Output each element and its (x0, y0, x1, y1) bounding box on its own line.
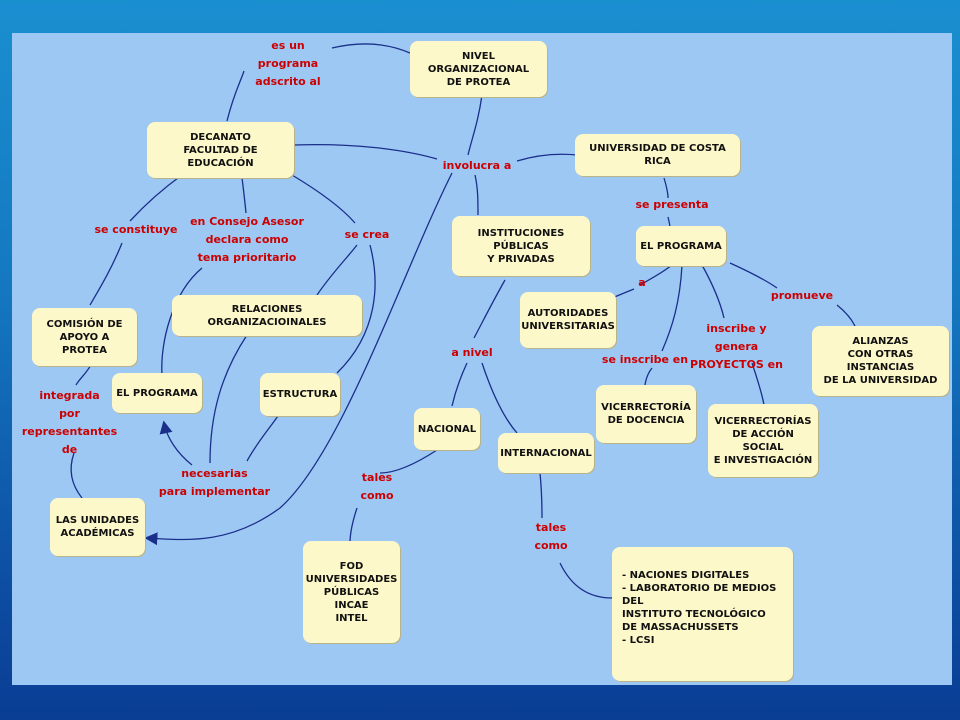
label-adscrito: es un programa adscrito al (255, 39, 321, 88)
node-fod-list: FOD UNIVERSIDADES PÚBLICAS INCAE INTEL (303, 541, 400, 643)
label-se-presenta: se presenta (635, 198, 709, 211)
node-instituciones: INSTITUCIONES PÚBLICAS Y PRIVADAS (452, 216, 590, 276)
node-comision: COMISIÓN DE APOYO A PROTEA (32, 308, 137, 366)
line-tales-fod (349, 507, 358, 544)
line-secrea-relaciones (316, 244, 358, 296)
label-involucra: involucra a (442, 159, 512, 172)
line-involucra-unidades (144, 172, 453, 546)
line-programa-promueve (729, 262, 778, 289)
label-tales-como-2: tales como (534, 521, 568, 552)
label-se-constituye: se constituye (94, 223, 178, 236)
label-consejo-asesor: en Consejo Asesor declara como tema prio… (190, 215, 304, 264)
line-promueve-alianzas (836, 304, 856, 327)
label-promueve: promueve (770, 289, 834, 302)
node-unidades-academicas: LAS UNIDADES ACADÉMICAS (50, 498, 145, 556)
node-el-programa-right: EL PROGRAMA (636, 226, 726, 266)
line-decanato-involucra (293, 143, 438, 160)
line-involucra-instituciones (474, 174, 479, 216)
line-tales-lista (559, 562, 613, 599)
line-constituye-comision (89, 242, 123, 306)
line-ucr-presenta (663, 177, 669, 199)
line-programa-inscribe (701, 264, 725, 319)
line-integrada-unidades (70, 452, 83, 499)
node-relaciones: RELACIONES ORGANIZACIOINALES (172, 295, 362, 336)
line-instituciones-anivel (473, 279, 506, 339)
concept-map-canvas: NIVEL ORGANIZACIONAL DE PROTEA DECANATO … (12, 33, 952, 685)
line-necesarias-programa (159, 420, 193, 466)
node-vicerrectorias-accion-social: VICERRECTORÍAS DE ACCIÓN SOCIAL E INVEST… (708, 404, 818, 477)
line-nacional-tales (379, 449, 438, 474)
node-universidad-costa-rica: UNIVERSIDAD DE COSTA RICA (575, 134, 740, 176)
line-inscribe-vicaccion (751, 362, 765, 406)
line-programa-seinscribe (661, 264, 683, 352)
line-consejo-programa (161, 267, 203, 376)
line-decanato-secrea (291, 174, 356, 224)
line-anivel-internacional (481, 362, 518, 434)
label-se-inscribe: se inscribe en (601, 353, 689, 366)
line-relaciones-necesarias (209, 334, 248, 464)
node-internacional: INTERNACIONAL (498, 433, 594, 473)
node-international-list: - NACIONES DIGITALES - LABORATORIO DE ME… (612, 547, 793, 681)
node-el-programa-left: EL PROGRAMA (112, 373, 202, 413)
line-decanato-constituye (129, 174, 183, 222)
line-programa-a (639, 264, 673, 286)
node-nacional: NACIONAL (414, 408, 480, 450)
label-a-nivel: a nivel (451, 346, 493, 359)
line-decanato-adscrito (226, 70, 245, 122)
line-estructura-necesarias (246, 412, 281, 462)
node-vicerrectoria-docencia: VICERRECTORÍA DE DOCENCIA (596, 385, 696, 443)
line-involucra-ucr (516, 153, 578, 162)
line-secrea-estructura (336, 244, 376, 374)
node-alianzas: ALIANZAS CON OTRAS INSTANCIAS DE LA UNIV… (812, 326, 949, 396)
line-seinscribe-docencia (644, 367, 653, 386)
node-estructura: ESTRUCTURA (260, 373, 340, 416)
line-anivel-nacional (451, 362, 468, 407)
node-autoridades: AUTORIDADES UNIVERSITARIAS (520, 292, 616, 348)
label-a: a (638, 276, 646, 289)
label-integrada: integrada por representantes de (21, 389, 118, 456)
label-se-crea: se crea (344, 228, 390, 241)
node-decanato: DECANATO FACULTAD DE EDUCACIÓN (147, 122, 294, 178)
label-necesarias: necesarias para implementar (158, 467, 271, 498)
line-comision-integrada (75, 362, 93, 386)
line-adscrito-nivel (331, 43, 411, 54)
label-inscribe-genera: inscribe y genera PROYECTOS en (690, 322, 783, 371)
line-decanato-consejo (241, 177, 247, 214)
label-tales-como-1: tales como (360, 471, 394, 502)
line-internacional-tales (539, 472, 543, 519)
line-nivel-involucra (467, 94, 483, 156)
node-nivel-organizacional: NIVEL ORGANIZACIONAL DE PROTEA (410, 41, 547, 97)
